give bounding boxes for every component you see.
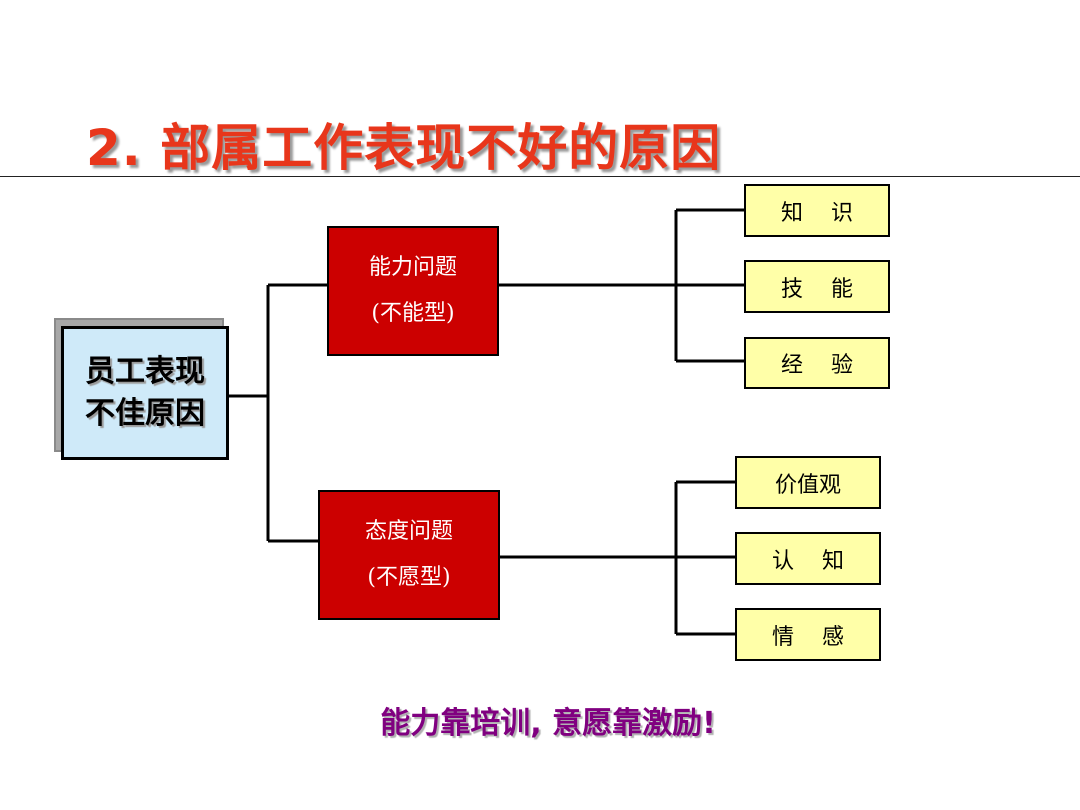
ability-node-line1: 能力问题 — [368, 255, 457, 280]
leaf-skill: 技 能 — [744, 260, 890, 313]
ability-node-line2: (不能型) — [371, 301, 455, 326]
title-divider — [0, 176, 1080, 177]
conclusion-text: 能力靠培训, 意愿靠激励! — [380, 706, 716, 741]
ability-node: 能力问题 (不能型) — [327, 226, 499, 356]
attitude-node-line1: 态度问题 — [364, 519, 453, 544]
root-node-line2: 不佳原因 — [85, 396, 205, 431]
root-node-line1: 员工表现 — [85, 354, 205, 389]
attitude-node-line2: (不愿型) — [367, 565, 451, 590]
attitude-node: 态度问题 (不愿型) — [318, 490, 500, 620]
leaf-knowledge: 知 识 — [744, 184, 890, 237]
leaf-cognition: 认 知 — [735, 532, 881, 585]
slide-title: 2. 部属工作表现不好的原因 — [86, 119, 722, 177]
leaf-experience: 经 验 — [744, 337, 890, 389]
leaf-values: 价值观 — [735, 456, 881, 509]
leaf-emotion: 情 感 — [735, 608, 881, 661]
root-node: 员工表现 不佳原因 — [61, 326, 229, 460]
